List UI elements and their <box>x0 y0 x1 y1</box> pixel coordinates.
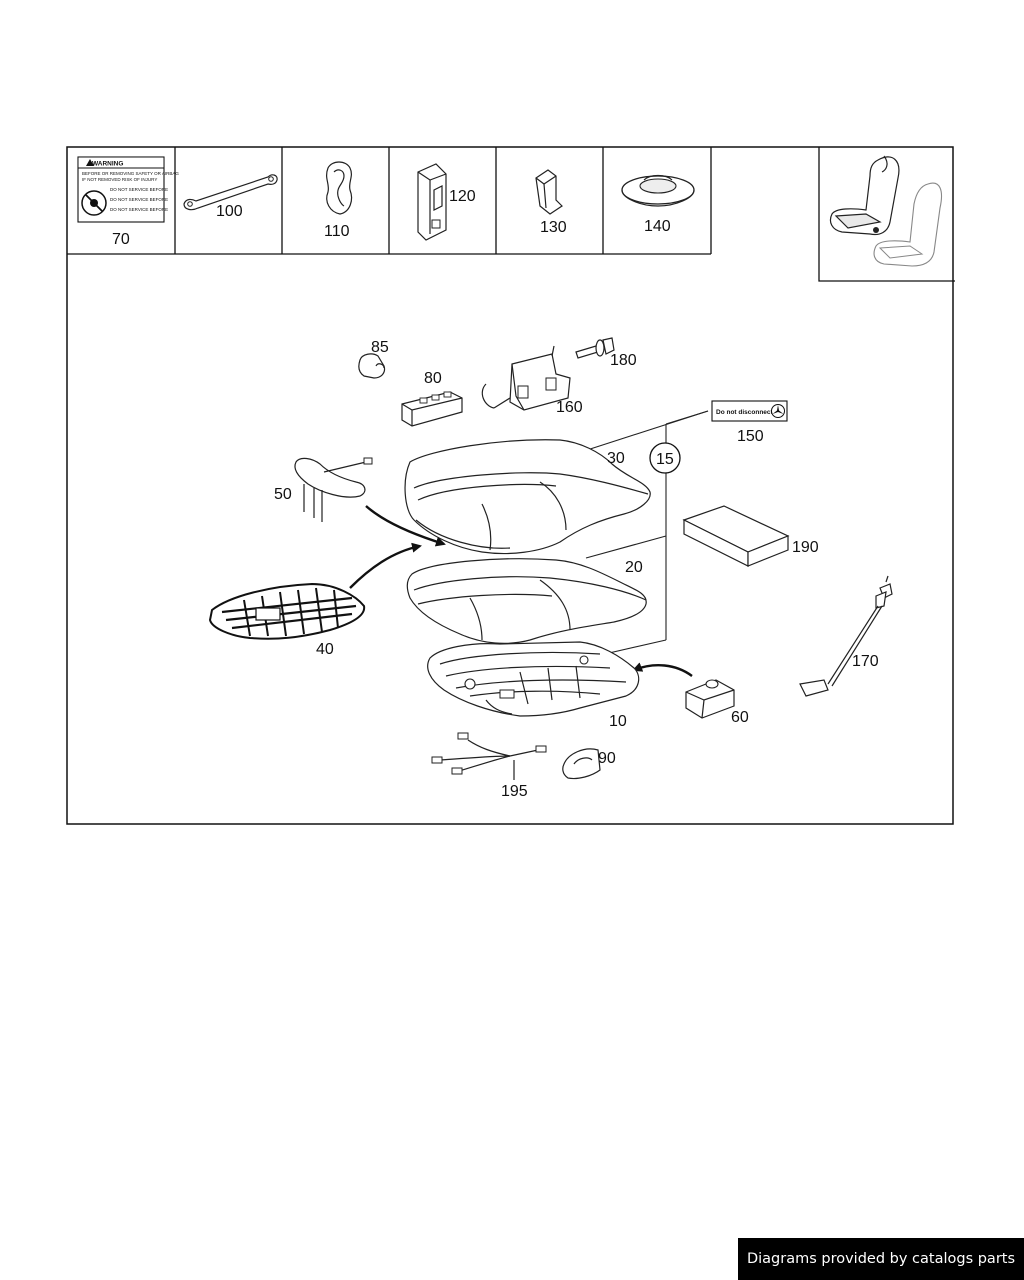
part-85-cap[interactable] <box>358 353 386 379</box>
warning-triangle-icon <box>86 159 94 166</box>
callout-15-circle <box>649 442 681 474</box>
label-160: 160 <box>556 399 583 416</box>
label-85: 85 <box>371 339 389 356</box>
part-140-grommet[interactable] <box>621 174 695 207</box>
parts-strip <box>67 147 712 255</box>
part-10-seat-frame[interactable] <box>427 641 640 717</box>
svg-text:DO NOT SERVICE BEFORE: DO NOT SERVICE BEFORE <box>110 197 168 202</box>
part-100-cable[interactable] <box>183 174 278 211</box>
label-15: 15 <box>656 451 674 468</box>
svg-text:BEFORE OR REMOVING SAFETY OR A: BEFORE OR REMOVING SAFETY OR AIRBAG <box>82 171 179 176</box>
sticker-text: Do not disconnect <box>716 409 774 416</box>
footer-credit: Diagrams provided by catalogs parts <box>738 1238 1024 1280</box>
svg-text:DO NOT SERVICE BEFORE: DO NOT SERVICE BEFORE <box>110 187 168 192</box>
label-190: 190 <box>792 539 819 556</box>
part-40-heater-mat[interactable] <box>208 582 366 640</box>
label-195: 195 <box>501 783 528 800</box>
part-90-cover[interactable] <box>562 748 601 780</box>
part-180-pushpin[interactable] <box>575 337 615 359</box>
label-150: 150 <box>737 428 764 445</box>
part-120-bracket[interactable] <box>417 163 447 241</box>
svg-text:DO NOT SERVICE BEFORE: DO NOT SERVICE BEFORE <box>110 207 168 212</box>
label-30: 30 <box>607 450 625 467</box>
label-90: 90 <box>598 750 616 767</box>
label-120: 120 <box>449 188 476 205</box>
label-80: 80 <box>424 370 442 387</box>
part-195-harness[interactable] <box>431 732 547 780</box>
part-150-sticker[interactable]: Do not disconnect <box>711 400 788 422</box>
arrow-60-to-10 <box>632 662 693 677</box>
part-170-cable[interactable] <box>799 575 893 697</box>
part-110-clip[interactable] <box>325 161 353 215</box>
label-50: 50 <box>274 486 292 503</box>
part-130-clip[interactable] <box>535 169 563 215</box>
label-180: 180 <box>610 352 637 369</box>
label-100: 100 <box>216 203 243 220</box>
svg-text:IF NOT REMOVED RISK OF INJURY: IF NOT REMOVED RISK OF INJURY <box>82 177 157 182</box>
part-80-switch[interactable] <box>401 391 463 427</box>
part-70-warning-label[interactable]: WARNING BEFORE OR REMOVING SAFETY OR AIR… <box>77 156 179 223</box>
part-60-knob[interactable] <box>685 679 735 719</box>
label-170: 170 <box>852 653 879 670</box>
arrow-40-to-20 <box>349 542 422 589</box>
label-40: 40 <box>316 641 334 658</box>
label-10: 10 <box>609 713 627 730</box>
label-110: 110 <box>324 223 350 240</box>
warning-header: WARNING <box>92 161 123 168</box>
part-20-foam-pad[interactable] <box>406 558 647 644</box>
part-50-trim[interactable] <box>294 457 373 522</box>
arrow-50-to-30 <box>365 505 446 547</box>
label-20: 20 <box>625 559 643 576</box>
part-190-foam-block[interactable] <box>682 505 790 567</box>
label-140: 140 <box>644 218 671 235</box>
diagram-frame <box>66 146 954 825</box>
label-70: 70 <box>112 231 130 248</box>
label-130: 130 <box>540 219 567 236</box>
seat-locator-box <box>818 147 955 282</box>
part-160-bracket[interactable] <box>481 345 571 411</box>
label-60: 60 <box>731 709 749 726</box>
